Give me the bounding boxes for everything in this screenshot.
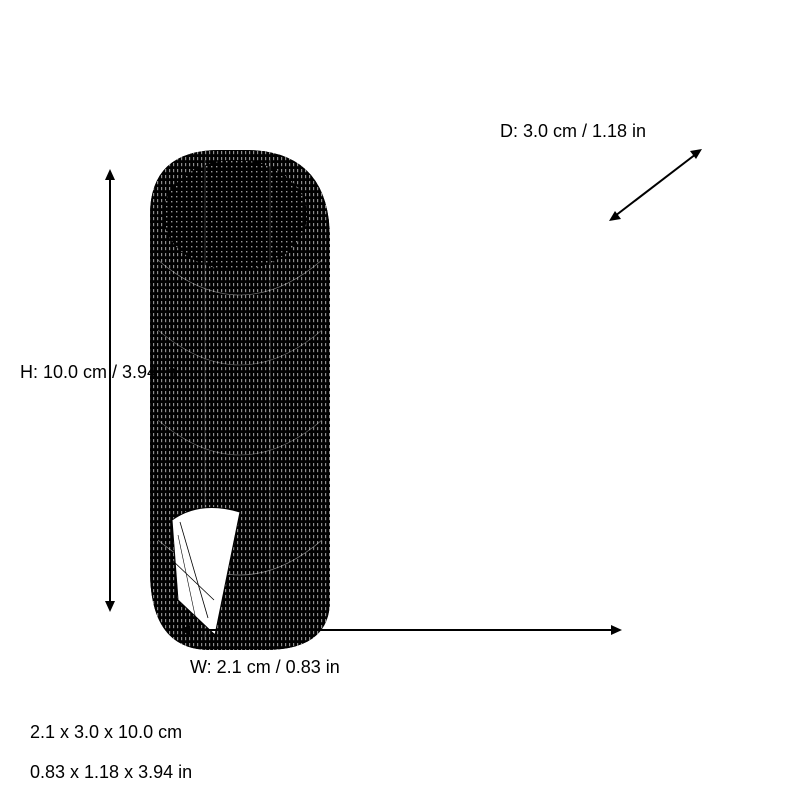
width-label: W: 2.1 cm / 0.83 in bbox=[190, 657, 340, 677]
depth-label: D: 3.0 cm / 1.18 in bbox=[500, 121, 647, 141]
height-label: H: 10.0 cm / 3.94 in bbox=[20, 362, 177, 382]
metric-summary: 2.1 x 3.0 x 10.0 cm bbox=[30, 722, 183, 742]
wireframe-capsule-3d-model bbox=[150, 150, 330, 650]
height-dimension-arrow bbox=[105, 169, 115, 612]
depth-dimension-arrow bbox=[609, 149, 702, 221]
width-dimension-arrow bbox=[179, 625, 622, 635]
imperial-summary: 0.83 x 1.18 x 3.94 in bbox=[30, 762, 193, 782]
